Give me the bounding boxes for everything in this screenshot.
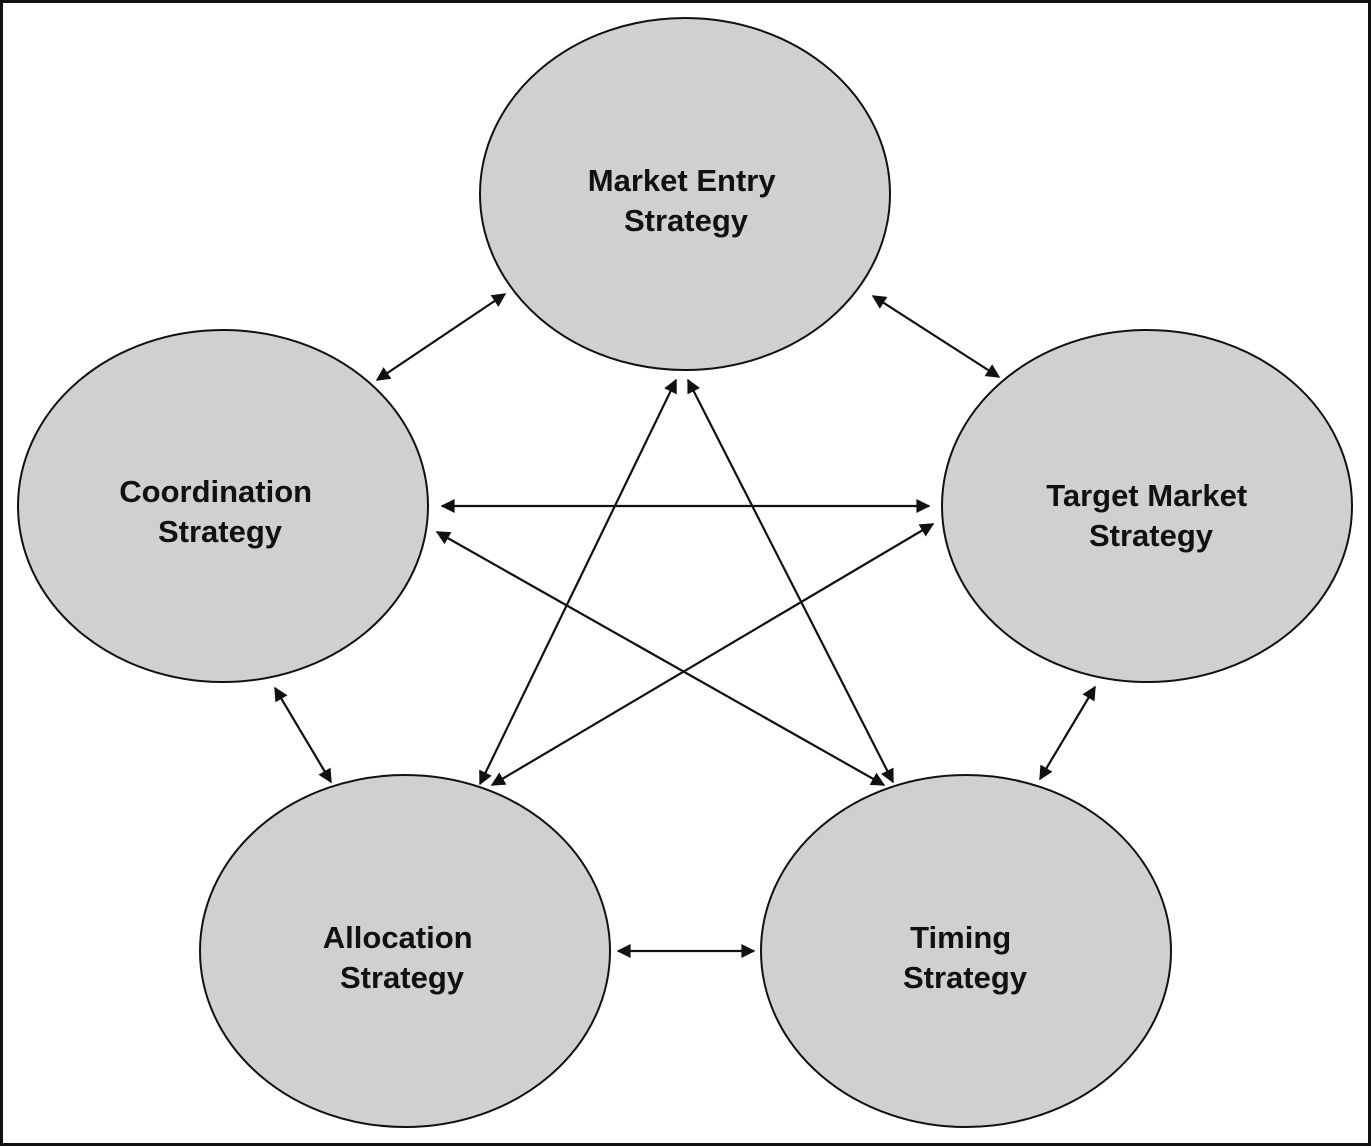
node-market-entry-label-line2: Strategy <box>624 203 749 238</box>
node-timing-ellipse <box>760 774 1172 1128</box>
connectors-group <box>274 293 1096 958</box>
connector-market-entry-target-market <box>871 295 1001 378</box>
node-target-market-label: Target Market Strategy <box>1046 478 1256 553</box>
node-coordination-label: Coordination Strategy <box>119 474 320 549</box>
connector-coordination-allocation <box>274 686 332 784</box>
node-coordination-label-line2: Strategy <box>158 514 283 549</box>
node-market-entry-label-line1: Market Entry <box>588 163 777 198</box>
connector-target-market-allocation <box>490 523 935 786</box>
node-target-market-ellipse <box>941 329 1353 683</box>
node-market-entry-label: Market Entry Strategy <box>588 163 784 238</box>
connector-market-entry-timing <box>687 378 894 784</box>
node-timing-label-line1: Timing <box>910 920 1011 955</box>
node-allocation-label-line1: Allocation <box>323 920 473 955</box>
node-target-market: Target Market Strategy <box>941 329 1353 683</box>
node-timing-label: Timing Strategy <box>903 920 1028 995</box>
node-coordination: Coordination Strategy <box>17 329 429 683</box>
node-target-market-label-line1: Target Market <box>1046 478 1247 513</box>
connector-market-entry-allocation <box>479 378 677 786</box>
node-allocation: Allocation Strategy <box>199 774 611 1128</box>
node-market-entry: Market Entry Strategy <box>479 17 891 371</box>
node-timing: Timing Strategy <box>760 774 1172 1128</box>
node-coordination-ellipse <box>17 329 429 683</box>
node-allocation-label-line2: Strategy <box>340 960 465 995</box>
node-coordination-label-line1: Coordination <box>119 474 312 509</box>
node-allocation-ellipse <box>199 774 611 1128</box>
connector-coordination-timing <box>435 531 886 786</box>
connector-market-entry-coordination <box>375 293 507 381</box>
node-allocation-label: Allocation Strategy <box>323 920 481 995</box>
node-market-entry-ellipse <box>479 17 891 371</box>
node-target-market-label-line2: Strategy <box>1089 518 1214 553</box>
connector-target-market-timing <box>1039 685 1096 781</box>
node-timing-label-line2: Strategy <box>903 960 1028 995</box>
